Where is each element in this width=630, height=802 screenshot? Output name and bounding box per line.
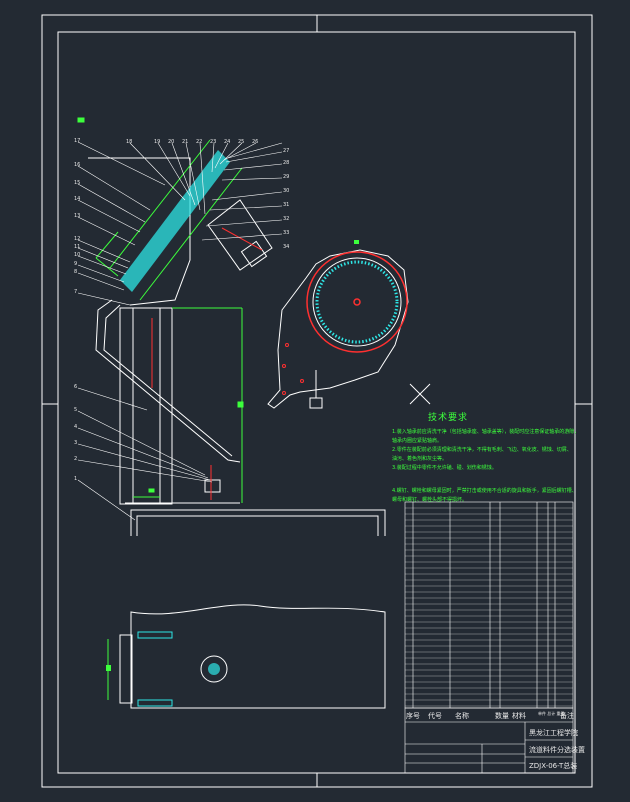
balloon-number: 1: [74, 476, 78, 482]
balloon-number: 12: [74, 236, 81, 242]
balloon-number: 29: [283, 174, 290, 180]
parts-list-rows: [405, 507, 573, 707]
tech-requirement-line: 4.螺钉、螺栓和螺母紧固时，严禁打击或使用不合适的旋具和扳手，紧固后螺钉槽、: [392, 488, 577, 494]
title-block-column-header: 代号: [428, 712, 442, 720]
balloon-number: 14: [74, 196, 81, 202]
balloon-number: 20: [168, 139, 175, 145]
parts-list-table: [404, 501, 574, 709]
balloon-number: 10: [74, 252, 81, 258]
inner-frame: [57, 31, 576, 774]
title-block-column-header: 名称: [455, 712, 469, 720]
balloon-number: 19: [154, 139, 161, 145]
drawing-number: ZDJX-06-T总装: [529, 762, 578, 770]
balloon-number: 26: [252, 139, 259, 145]
title-block-grid: [404, 707, 574, 774]
balloon-number: 15: [74, 180, 81, 186]
main-assembly-view: [88, 157, 386, 536]
balloon-number: 3: [74, 440, 78, 446]
title-block-column-header: 单件 总计 重量: [538, 711, 565, 716]
balloon-number: 21: [182, 139, 189, 145]
balloon-number: 28: [283, 160, 290, 166]
balloon-number: 24: [224, 139, 231, 145]
leader-lines-left: [77, 141, 213, 521]
title-block-column-header: 数量: [495, 712, 509, 720]
tech-requirement-line: 轴承内圈应紧贴轴肩。: [392, 438, 443, 444]
dimension-lines: [77, 117, 244, 503]
title-block-column-header: 备注: [560, 712, 574, 720]
school-name: 黑龙江工程学院: [529, 729, 578, 737]
tech-requirement-line: 3.装配过程中零件不允许磕、碰、划伤和锈蚀。: [392, 465, 497, 471]
tech-requirement-line: 螺母和螺钉、螺栓头部不得损坏。: [392, 497, 468, 503]
tech-requirements-title: 技术要求: [428, 413, 469, 423]
balloon-number: 31: [283, 202, 290, 208]
balloon-number: 8: [74, 269, 78, 275]
balloon-number: 5: [74, 407, 78, 413]
outer-frame: [41, 14, 593, 788]
balloon-number: 13: [74, 213, 81, 219]
tech-requirement-line: 2.零件在装配前必须清理和清洗干净，不得有毛刺、飞边、氧化皮、锈蚀、切屑、: [392, 447, 572, 453]
balloon-number: 27: [283, 148, 290, 154]
balloon-number: 4: [74, 424, 78, 430]
leader-lines-right: [201, 151, 283, 241]
tech-requirement-line: 油污、着色剂和灰尘等。: [392, 456, 448, 462]
red-centerlines: [151, 227, 263, 500]
balloon-number: 11: [74, 244, 81, 250]
leader-lines-top: [129, 142, 283, 215]
balloon-number: 7: [74, 289, 78, 295]
balloon-number: 18: [126, 139, 133, 145]
balloon-number: 22: [196, 139, 203, 145]
balloon-number: 23: [210, 139, 217, 145]
title-block-column-header: 序号: [406, 712, 420, 720]
balloon-number: 9: [74, 261, 78, 267]
center-marks: [42, 15, 592, 787]
drawing-name: 流道料件分选装置: [529, 746, 585, 754]
balloon-number: 16: [74, 162, 81, 168]
title-block-column-header: 材料: [512, 712, 526, 720]
balloon-number: 33: [283, 230, 290, 236]
tech-requirement-line: 1.装入轴承前应清洗干净（包括轴承座、轴承盖等），装配时应注意保证轴承的游隙，: [392, 429, 580, 435]
balloon-number: 6: [74, 384, 78, 390]
disc-side-view: [267, 240, 409, 409]
balloon-number: 34: [283, 244, 290, 250]
plan-view: [106, 604, 386, 709]
balloon-number: 32: [283, 216, 290, 222]
balloon-number: 17: [74, 138, 81, 144]
inclined-guide-rail: [95, 139, 243, 301]
balloon-number: 25: [238, 139, 245, 145]
balloon-number: 30: [283, 188, 290, 194]
balloon-number: 2: [74, 456, 78, 462]
